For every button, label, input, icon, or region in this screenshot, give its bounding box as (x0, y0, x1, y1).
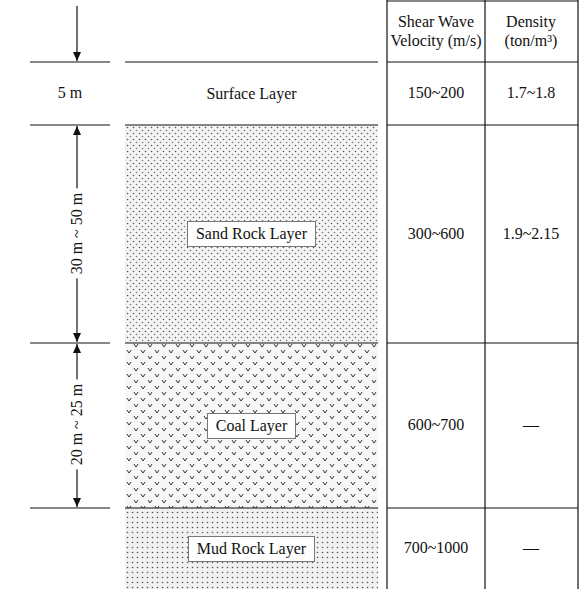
label-holder: — (486, 415, 576, 434)
sand-rock-fill (125, 125, 378, 343)
label-holder: — (486, 538, 576, 557)
table-cell: 600~700 (408, 416, 465, 433)
table-cell: 1.7~1.8 (507, 84, 556, 101)
label-holder: 300~600 (389, 224, 483, 243)
layer-name: Surface Layer (198, 82, 304, 106)
coal-fill (125, 343, 378, 508)
table-cell: — (523, 539, 539, 556)
label-holder: 30 m ~ 50 m (32, 222, 122, 245)
table-cell: — (523, 416, 539, 433)
table-cell: 300~600 (408, 225, 465, 242)
label-holder: 150~200 (389, 83, 483, 102)
depth-dimension: 20 m ~ 25 m (65, 380, 88, 470)
coal-layer: Coal Layer (125, 343, 378, 508)
label-holder: 600~700 (389, 415, 483, 434)
label-holder: 1.7~1.8 (486, 83, 576, 102)
layer-name: Sand Rock Layer (187, 221, 316, 247)
depth-dimension: 5 m (58, 84, 82, 101)
table-grid (387, 0, 578, 589)
label-holder: Shear Wave Velocity (m/s) (389, 12, 483, 50)
label-holder: 1.9~2.15 (486, 224, 576, 243)
table-cell: 700~1000 (404, 539, 469, 556)
table-cell: 1.9~2.15 (503, 225, 560, 242)
table-header: Density (ton/m³) (505, 13, 558, 49)
label-holder: 5 m (40, 83, 100, 102)
sand-rock-layer: Sand Rock Layer (125, 125, 378, 343)
layer-name: Mud Rock Layer (188, 536, 315, 562)
depth-dimension: 30 m ~ 50 m (65, 189, 88, 279)
surface-layer: Surface Layer (125, 62, 378, 125)
mud-rock-layer: Mud Rock Layer (125, 508, 378, 589)
mud-rock-fill (125, 508, 378, 589)
label-holder: 700~1000 (389, 538, 483, 557)
table-header: Shear Wave Velocity (m/s) (390, 13, 481, 49)
label-holder: Density (ton/m³) (486, 12, 576, 50)
layer-name: Coal Layer (207, 413, 297, 439)
label-holder: 20 m ~ 25 m (32, 413, 122, 436)
table-cell: 150~200 (408, 84, 465, 101)
